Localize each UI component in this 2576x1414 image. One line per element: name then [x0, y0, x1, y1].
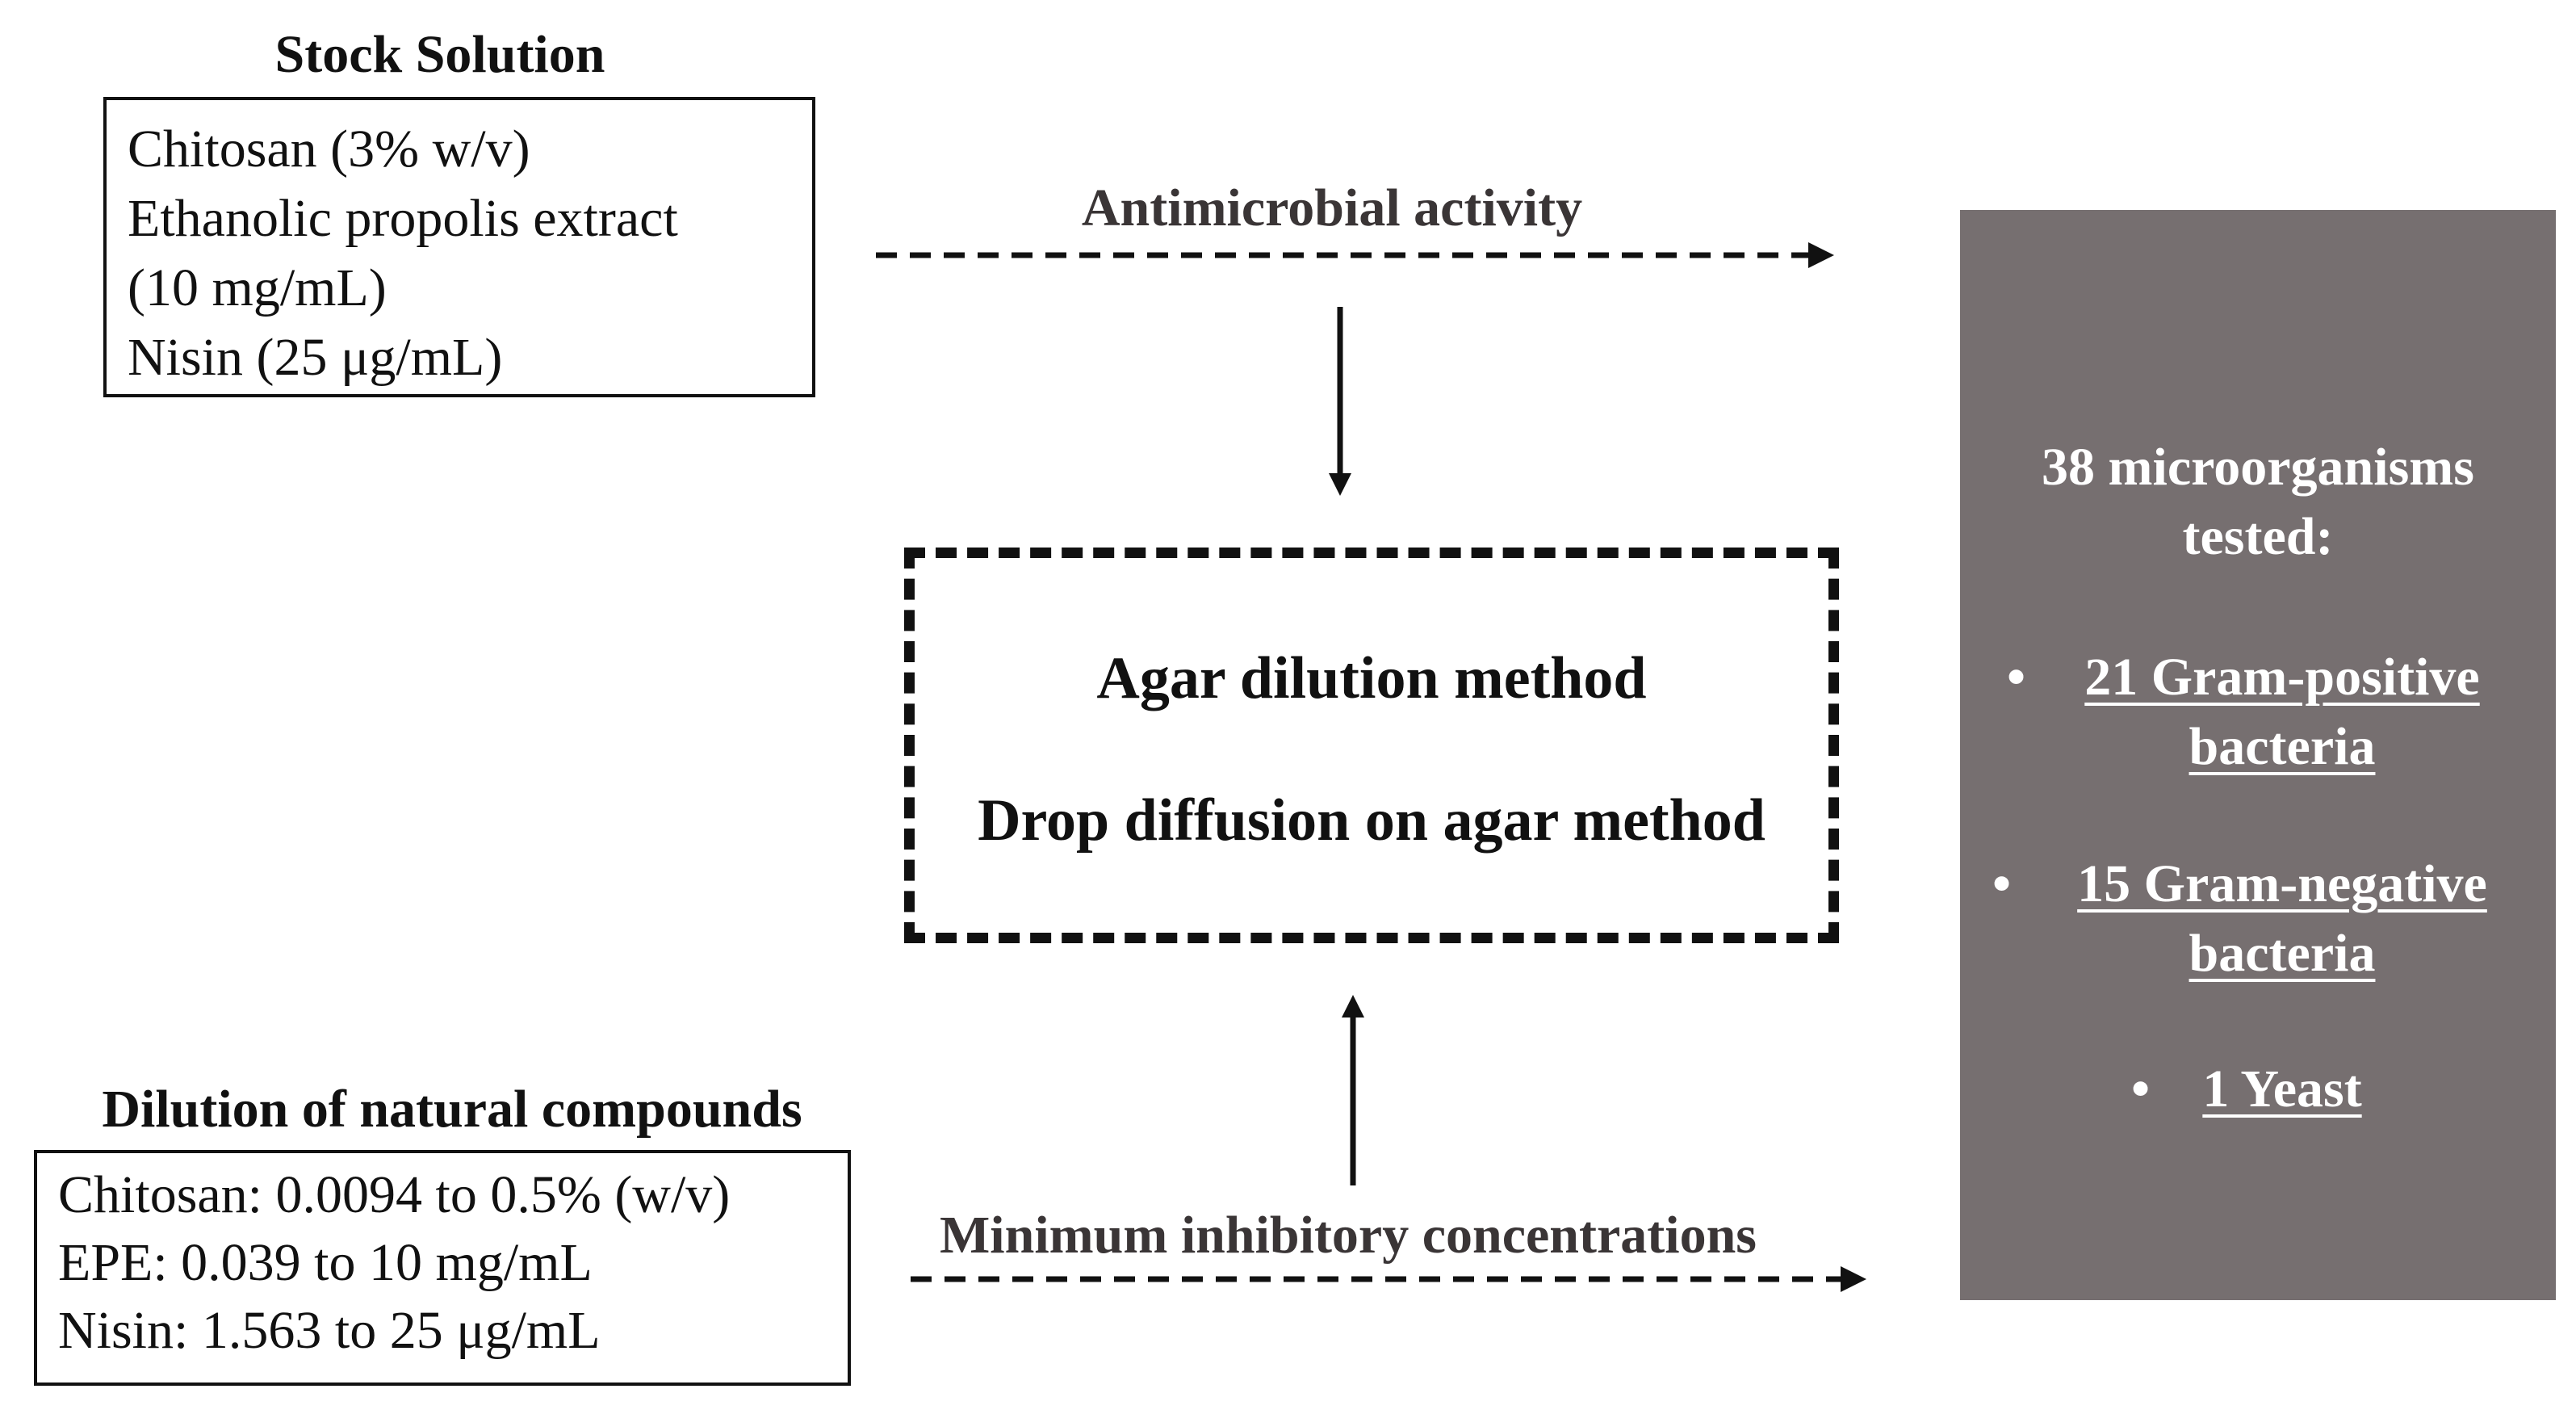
- bullet-icon: •: [2131, 1059, 2151, 1118]
- gram-negative-line-1: 15 Gram-negative: [2077, 854, 2487, 913]
- bullet-icon: •: [2007, 648, 2026, 707]
- bottom-dashed-arrow: [911, 1266, 1866, 1292]
- microorganisms-heading: 38 microorganisms tested:: [1960, 433, 2556, 572]
- dilution-line-chitosan: Chitosan: 0.0094 to 0.5% (w/v): [58, 1165, 731, 1224]
- down-arrow: [1329, 307, 1351, 496]
- stock-line-chitosan: Chitosan (3% w/v): [128, 120, 530, 178]
- agar-dilution-method: Agar dilution method: [1096, 645, 1647, 711]
- mic-label: Minimum inhibitory concentrations: [939, 1206, 1757, 1265]
- bullet-icon: •: [1992, 854, 2012, 913]
- up-arrow: [1342, 995, 1364, 1185]
- yeast-item: • 1 Yeast: [1960, 1055, 2556, 1124]
- microorganisms-panel: 38 microorganisms tested: • 21 Gram-posi…: [1960, 210, 2556, 1300]
- stock-line-propolis: Ethanolic propolis extract: [128, 189, 678, 248]
- drop-diffusion-method: Drop diffusion on agar method: [978, 787, 1766, 854]
- gram-positive-line-2: bacteria: [2189, 717, 2376, 776]
- dilution-title: Dilution of natural compounds: [102, 1080, 802, 1139]
- gram-negative-line-2: bacteria: [2189, 924, 2376, 983]
- dilution-box: Chitosan: 0.0094 to 0.5% (w/v) EPE: 0.03…: [34, 1150, 851, 1386]
- dilution-line-epe: EPE: 0.039 to 10 mg/mL: [58, 1233, 593, 1292]
- gram-positive-item: • 21 Gram-positive bacteria: [1960, 643, 2556, 782]
- stock-solution-box: Chitosan (3% w/v) Ethanolic propolis ext…: [103, 97, 815, 397]
- gram-positive-line-1: 21 Gram-positive: [2084, 648, 2480, 707]
- stock-solution-title: Stock Solution: [274, 25, 605, 84]
- top-dashed-arrow: [876, 242, 1834, 268]
- gram-negative-item: • 15 Gram-negative bacteria: [1960, 850, 2556, 988]
- dilution-line-nisin: Nisin: 1.563 to 25 μg/mL: [58, 1301, 601, 1360]
- stock-line-nisin: Nisin (25 μg/mL): [128, 328, 503, 387]
- stock-line-propolis-concentration: (10 mg/mL): [128, 258, 387, 317]
- microorganisms-heading-line-2: tested:: [2182, 507, 2334, 566]
- yeast-line-1: 1 Yeast: [2202, 1059, 2362, 1118]
- methods-box: Agar dilution method Drop diffusion on a…: [904, 548, 1839, 943]
- microorganisms-heading-line-1: 38 microorganisms: [2042, 438, 2474, 497]
- antimicrobial-activity-label: Antimicrobial activity: [1081, 178, 1583, 237]
